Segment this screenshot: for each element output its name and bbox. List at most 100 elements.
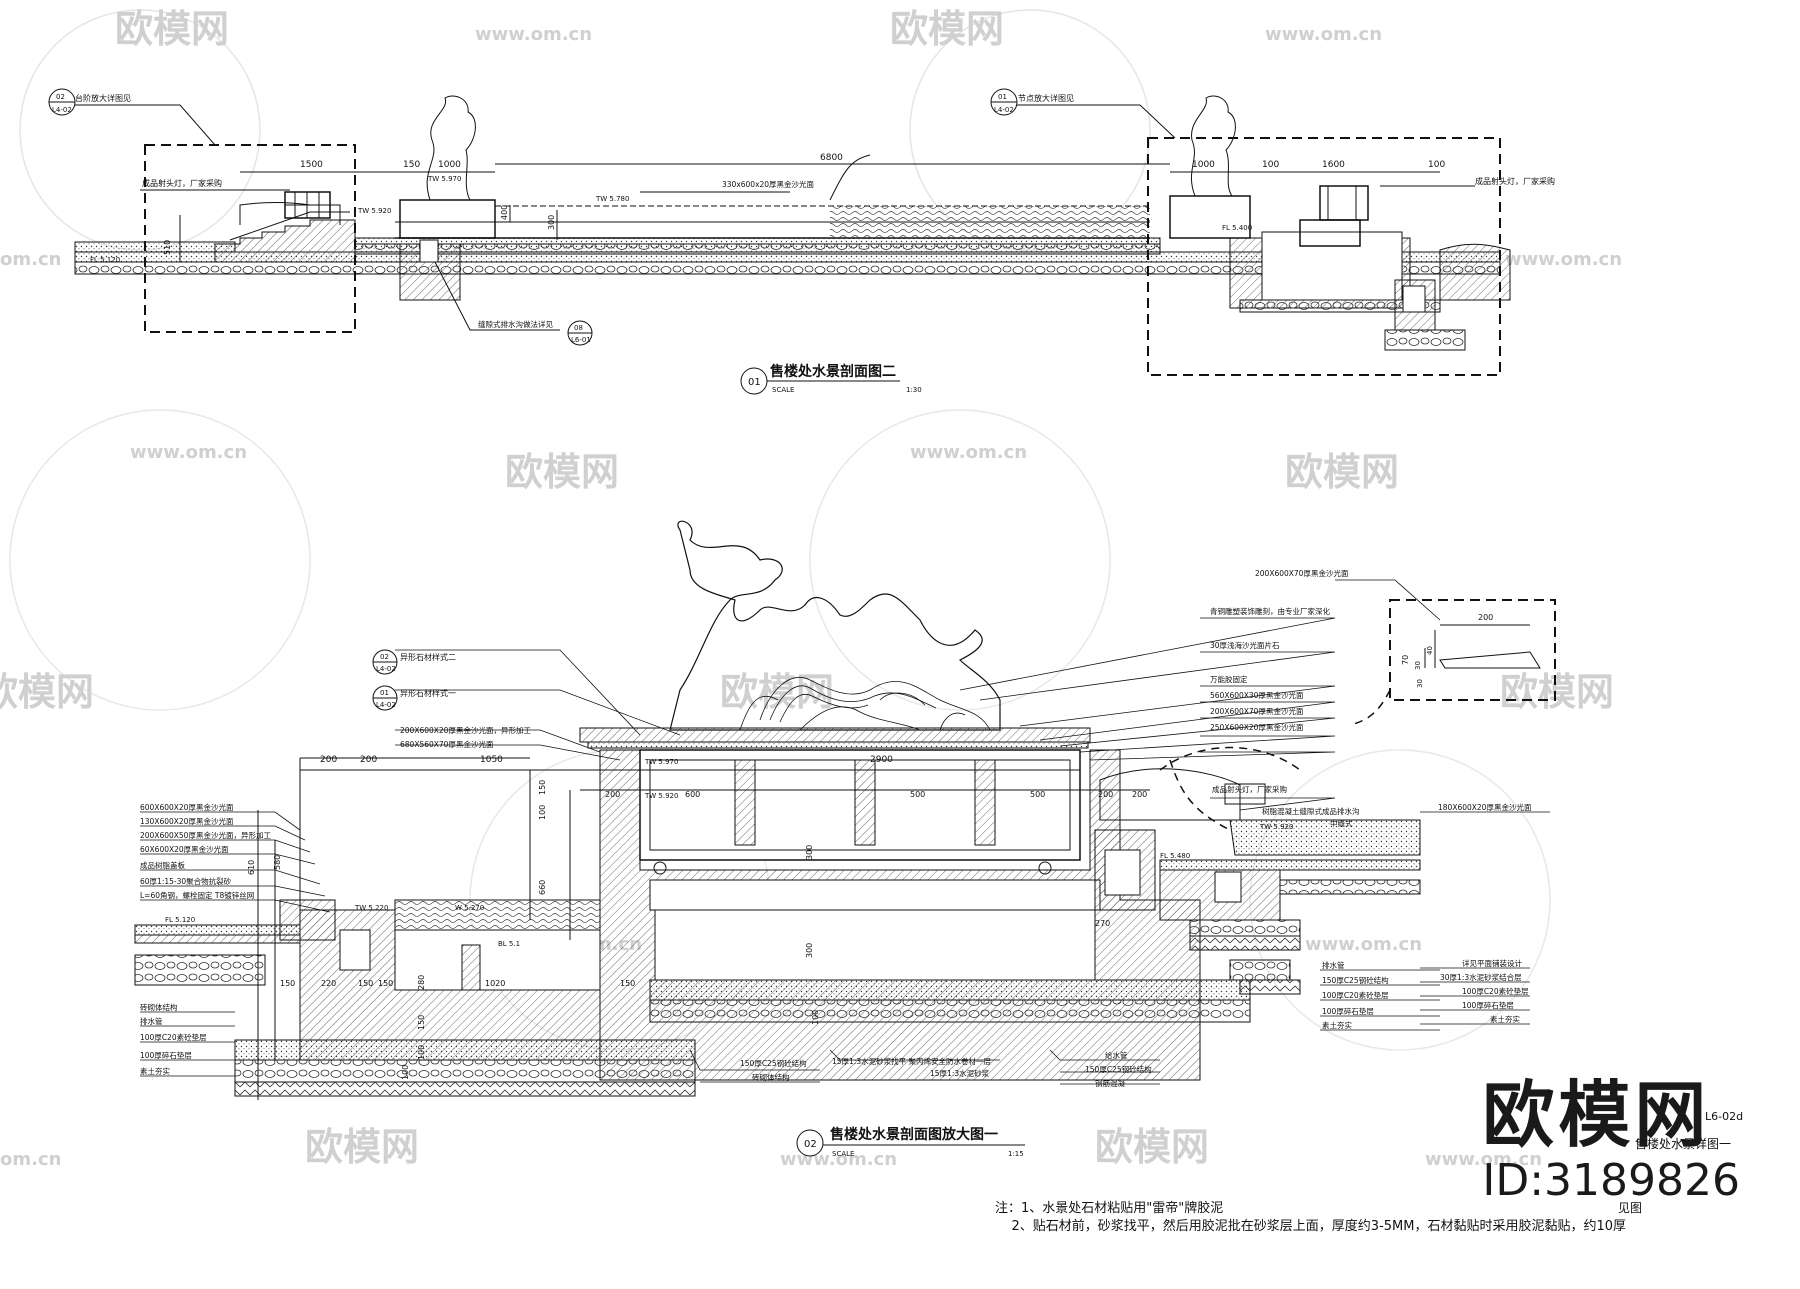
s1-dim-300: 300 <box>547 215 556 230</box>
s1-drain-ref-num: 08 <box>574 324 583 332</box>
s2-callout-a-ref: L4-02 <box>376 665 396 673</box>
s1-dim-6800: 6800 <box>820 153 843 163</box>
s2-right-gravel: 100厚碎石垫层 <box>1322 1006 1374 1016</box>
section-1 <box>70 95 1511 376</box>
s1-dim-1000: 1000 <box>438 160 461 170</box>
watermark-site-10: www.om.cn <box>1425 1149 1542 1170</box>
s2-top-label-6: 200X600X70厚黑金沙光面 <box>1210 706 1304 716</box>
s2-left-label-9: 排水管 <box>140 1016 163 1026</box>
s2-right-mortar: 30厚1:3水泥砂浆结合层 <box>1440 972 1522 982</box>
s2-dim-t8: 500 <box>1030 790 1045 799</box>
s1-title: 售楼处水景剖面图二 <box>769 363 896 380</box>
s2-bottom-pipe: 给水管 <box>1105 1050 1128 1060</box>
s2-dim-b7: 270 <box>1095 919 1110 928</box>
s2-dim-t2: 200 <box>360 755 377 765</box>
s1-title-num: 01 <box>748 377 761 388</box>
s2-inset-dim-70: 70 <box>1401 655 1410 665</box>
s2-right-middle: 中缝式 <box>1330 818 1353 828</box>
s2-left-label-10: 100厚C20素砼垫层 <box>140 1032 207 1042</box>
watermark-site-6: om.cn <box>0 249 61 270</box>
s2-dim-t6: 600 <box>685 790 700 799</box>
s2-dim-b1: 150 <box>280 979 295 988</box>
s2-inset-dim-40: 40 <box>1426 646 1434 655</box>
watermark-site-0: www.om.cn <box>475 24 592 45</box>
watermark-brand-6: 欧模网 <box>1500 670 1614 714</box>
watermark-site-1: www.om.cn <box>1265 24 1382 45</box>
s2-dim-v8: 280 <box>417 975 426 990</box>
s2-inset-dim-30: 30 <box>1414 661 1422 670</box>
s2-level-tw-right: TW 5.920 <box>1259 823 1293 831</box>
note-line-1: 注：1、水景处石材粘贴用"雷帝"牌胶泥 <box>995 1201 1224 1216</box>
s2-dim-b2: 220 <box>321 979 336 988</box>
s1-tw1: TW 5.970 <box>427 175 461 183</box>
s2-left-label-12: 素土夯实 <box>140 1066 170 1076</box>
s2-dim-b4: 150 <box>378 979 393 988</box>
s2-top-label-2: 青铜雕塑装饰雕刻，由专业厂家深化 <box>1210 606 1330 616</box>
s1-scale-value: 1:30 <box>906 386 922 394</box>
s2-level-tw-top: TW 5.970 <box>644 758 678 766</box>
s2-top-label-1: 200X600X70厚黑金沙光面 <box>1255 568 1349 578</box>
watermark-brand-4: 欧模网 <box>0 670 94 714</box>
s2-dim-t4: 2900 <box>870 755 893 765</box>
s2-right-c25: 150厚C25钢砼结构 <box>1322 975 1389 985</box>
s1-dim-150: 150 <box>403 160 420 170</box>
s2-dim-b3: 150 <box>358 979 373 988</box>
s2-left-label-7: L=60角钢，螺栓固定 T8镀锌丝网 <box>140 890 254 900</box>
s2-level-tw-mid: TW 5.920 <box>644 792 678 800</box>
s2-dim-v11: 100 <box>401 1065 410 1080</box>
s2-right-gap-drain: 树脂混凝土缝隙式成品排水沟 <box>1262 806 1360 816</box>
s2-left-label-3: 200X600X50厚黑金沙光面，异形加工 <box>140 830 271 840</box>
watermark-brand-5: 欧模网 <box>720 670 834 714</box>
s2-callout-a-num: 02 <box>380 653 389 661</box>
s1-drain-note: 缝隙式排水沟做法详见 <box>478 319 553 329</box>
s1-right-callout-text: 节点放大详图见 <box>1018 93 1074 103</box>
s1-fl2: FL 5.400 <box>1222 224 1252 232</box>
s1-lamp-right: 成品射头灯，厂家采购 <box>1475 176 1555 186</box>
s2-dim-v9: 150 <box>417 1015 426 1030</box>
s2-right-c20b: 100厚C20素砼垫层 <box>1462 986 1529 996</box>
s2-title: 售楼处水景剖面图放大图一 <box>829 1126 998 1143</box>
s2-right-drain-pipe: 排水管 <box>1322 960 1345 970</box>
s2-left-label-5: 成品树脂盖板 <box>140 860 185 870</box>
s2-dim-t7: 500 <box>910 790 925 799</box>
corner-see-label: 见图 <box>1618 1201 1642 1215</box>
watermark-brand-1: 欧模网 <box>890 7 1004 51</box>
s1-dim-100b: 100 <box>1428 160 1445 170</box>
s1-tw3: TW 5.920 <box>357 207 391 215</box>
s1-dim-510: 510 <box>163 240 172 255</box>
s2-dim-t1: 200 <box>320 755 337 765</box>
s1-left-callout-ref: L4-02 <box>52 106 72 114</box>
s2-dim-v1: 610 <box>247 860 256 875</box>
section-1-circles <box>48 88 1018 395</box>
s1-dim-1600: 1600 <box>1322 160 1345 170</box>
s2-tc-left-1: 200X600X20厚黑金沙光面，异形加工 <box>400 725 531 735</box>
s2-bottom-conc: 钢筋混凝 <box>1095 1078 1125 1088</box>
s2-left-label-4: 60X600X20厚黑金沙光面 <box>140 844 229 854</box>
s2-level-bl: BL 5.1 <box>498 940 520 948</box>
text-layer: 02 L4-02 台阶放大详图见 01 L4-02 节点放大详图见 1500 1… <box>52 93 1743 1215</box>
om-watermark-badge: 欧模网 ID:3189826 <box>1482 1079 1740 1205</box>
s2-right-c20: 100厚C20素砼垫层 <box>1322 990 1389 1000</box>
s2-right-soil: 素土夯实 <box>1322 1020 1352 1030</box>
watermark-site-8: om.cn <box>0 1149 61 1170</box>
s2-top-label-7: 250X600X20厚黑金沙光面 <box>1210 722 1304 732</box>
watermark-texts: 欧模网欧模网欧模网欧模网欧模网欧模网欧模网欧模网欧模网www.om.cnwww.… <box>0 7 1622 1170</box>
s2-dim-t3: 1050 <box>480 755 503 765</box>
s2-left-label-11: 100厚碎石垫层 <box>140 1050 192 1060</box>
s2-left-label-8: 砖砌体结构 <box>140 1002 178 1012</box>
s2-top-label-3: 30厚浅海沙光面片石 <box>1210 640 1280 650</box>
s2-level-fl-left: FL 5.120 <box>165 916 195 924</box>
section-2 <box>134 520 1556 1146</box>
s2-inset-dim-30b: 30 <box>1416 679 1424 688</box>
s2-right-gravel-b: 100厚碎石垫层 <box>1462 1000 1514 1010</box>
watermark-site-5: www.om.cn <box>1305 934 1422 955</box>
watermark-site-7: www.om.cn <box>1505 249 1622 270</box>
om-brand-text: 欧模网 <box>1482 1072 1711 1157</box>
watermark-brand-2: 欧模网 <box>505 450 619 494</box>
watermark-site-3: www.om.cn <box>910 442 1027 463</box>
s2-dim-v7: 300 <box>805 943 814 958</box>
s2-left-label-6: 60厚1:15-30聚合物抗裂砂 <box>140 876 232 886</box>
s2-dim-t10: 200 <box>1132 790 1147 799</box>
watermark-brand-3: 欧模网 <box>1285 450 1399 494</box>
s2-right-paving: 详见平面铺装设计 <box>1462 958 1522 968</box>
